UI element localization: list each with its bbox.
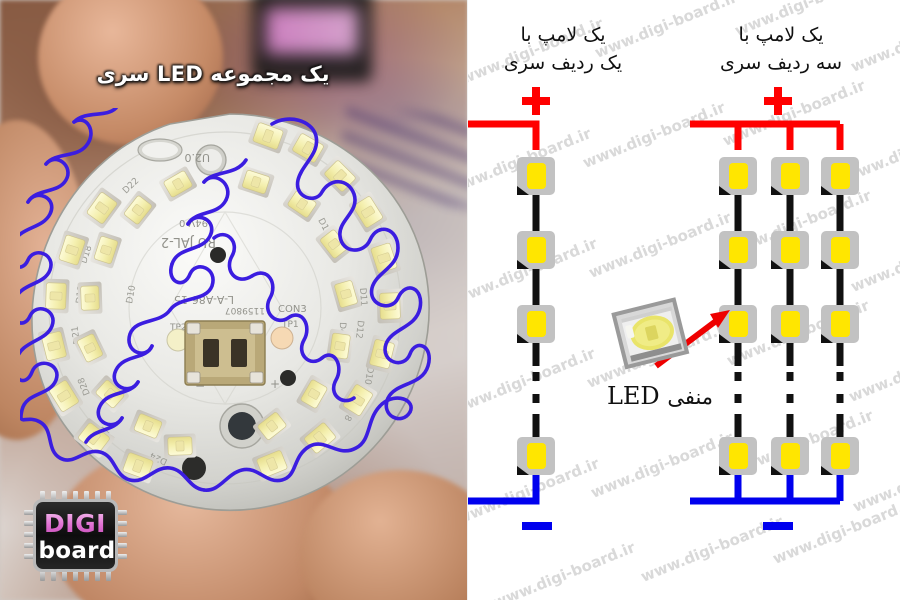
led-closeup-graphic xyxy=(611,297,690,370)
right-column-3 xyxy=(821,157,859,501)
svg-text:D10: D10 xyxy=(125,284,138,304)
logo-digi-text: DIGI xyxy=(44,509,106,538)
digiboard-logo-graphic: DIGI board xyxy=(24,491,127,581)
circuit-diagram-panel: www.digi-board.ir www.digi-board.ir www.… xyxy=(468,0,900,600)
left-led-1 xyxy=(517,157,555,195)
svg-text:D10: D10 xyxy=(362,365,375,385)
right-c3-led-2 xyxy=(821,231,859,269)
right-c3-led-last xyxy=(821,437,859,475)
led-pcb-graphic: U2.0 RU JAL-2 94V-0 L-A-A86-15 1159807 C… xyxy=(20,108,431,511)
led-pcb-module: U2.0 RU JAL-2 94V-0 L-A-A86-15 1159807 C… xyxy=(20,108,440,518)
right-series-circuit xyxy=(690,87,859,530)
pcb-led-array xyxy=(37,118,404,484)
right-c3-led-3 xyxy=(821,305,859,343)
right-c1-led-2 xyxy=(719,231,757,269)
right-circuit-title-line2: سه ردیف سری xyxy=(719,51,843,74)
digiboard-logo: DIGI board xyxy=(22,490,140,582)
photo-caption: یک مجموعه LED سری xyxy=(96,62,330,86)
left-positive-rail xyxy=(468,120,540,150)
right-circuit-title: یک لامپ با سه ردیف سری xyxy=(686,22,876,77)
led-board-photo-panel: U2.0 RU JAL-2 94V-0 L-A-A86-15 1159807 C… xyxy=(0,0,468,600)
right-c1-led-1 xyxy=(719,157,757,195)
left-led-2 xyxy=(517,231,555,269)
right-plus-symbol xyxy=(764,87,792,115)
left-led-last xyxy=(517,437,555,475)
svg-text:−: − xyxy=(195,379,205,393)
left-minus-symbol xyxy=(522,522,552,530)
svg-text:D12: D12 xyxy=(353,320,365,339)
right-column-1 xyxy=(719,157,757,501)
led-negative-label: منفی LED xyxy=(590,382,730,410)
svg-text:D11: D11 xyxy=(357,288,368,307)
left-plus-symbol xyxy=(522,87,550,115)
led-negative-label-en: LED xyxy=(606,382,660,410)
left-series-circuit xyxy=(468,87,555,530)
left-negative-rail xyxy=(468,475,540,505)
right-c3-led-1 xyxy=(821,157,859,195)
right-c2-led-2 xyxy=(771,231,809,269)
right-c1-led-last xyxy=(719,437,757,475)
right-circuit-title-line1: یک لامپ با xyxy=(738,24,824,46)
left-circuit-title-line2: یک ردیف سری xyxy=(503,51,623,74)
right-positive-rail xyxy=(690,120,844,150)
pcb-mounting-holes xyxy=(137,138,296,480)
svg-text:TP2: TP2 xyxy=(169,323,187,333)
svg-text:D4: D4 xyxy=(337,322,347,335)
left-led-3 xyxy=(517,305,555,343)
right-c2-led-last xyxy=(771,437,809,475)
led-closeup-photo xyxy=(604,294,700,378)
right-c2-led-3 xyxy=(771,305,809,343)
right-column-2 xyxy=(771,157,809,501)
svg-text:1159807: 1159807 xyxy=(225,305,265,315)
left-circuit-title: یک لامپ با یک ردیف سری xyxy=(478,22,648,77)
svg-text:94V-0: 94V-0 xyxy=(179,217,208,228)
pcb-test-pads xyxy=(166,326,294,352)
right-c2-led-1 xyxy=(771,157,809,195)
svg-text:CON3: CON3 xyxy=(278,304,307,315)
right-c1-led-3 xyxy=(719,305,757,343)
logo-board-text: board xyxy=(38,538,115,564)
series-trace-overlay xyxy=(20,108,431,492)
led-negative-label-fa: منفی xyxy=(667,385,714,409)
circuit-schematic xyxy=(468,87,859,530)
pcb-center-connector xyxy=(184,320,266,386)
svg-text:U2.0: U2.0 xyxy=(184,151,210,164)
svg-text:+: + xyxy=(270,377,280,391)
right-minus-symbol xyxy=(763,522,793,530)
background-logo-blurred xyxy=(252,0,372,82)
svg-text:TP1: TP1 xyxy=(281,320,299,330)
left-circuit-title-line1: یک لامپ با xyxy=(520,24,606,46)
svg-text:L-A-A86-15: L-A-A86-15 xyxy=(174,293,234,306)
